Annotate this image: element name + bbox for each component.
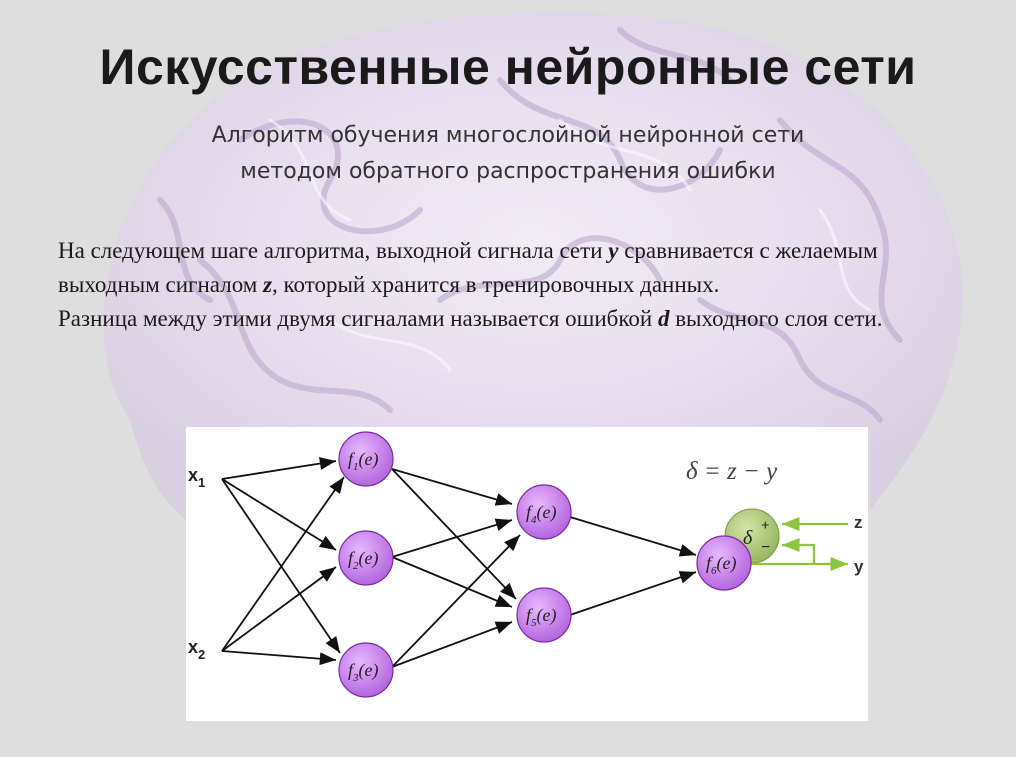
neuron-f1: f1(e) — [338, 431, 394, 487]
neuron-f5-label: f5(e) — [526, 605, 557, 629]
body-text: На следующем шаге алгоритма, выходной си… — [58, 234, 978, 336]
paragraph-1: На следующем шаге алгоритма, выходной си… — [58, 234, 978, 302]
neuron-f3-label: f3(e) — [348, 660, 379, 684]
neuron-f2-circle — [338, 530, 394, 586]
edge-f1-f4 — [391, 468, 513, 506]
neuron-f4: f4(e) — [516, 484, 572, 540]
variable-d: d — [657, 306, 670, 331]
edge-f5-f6 — [569, 571, 697, 616]
neuron-f1-circle — [338, 431, 394, 487]
edge-f2-f5 — [391, 556, 513, 608]
edge-f4-f6 — [569, 516, 697, 557]
signal-arrow-y-out — [750, 556, 848, 572]
input-x2: x2 — [188, 637, 205, 662]
neuron-f1-label: f1(e) — [348, 449, 379, 473]
neuron-f3: f3(e) — [338, 642, 394, 698]
input-x1: x1 — [188, 465, 205, 490]
neuron-f2: f2(e) — [338, 530, 394, 586]
neurons: f1(e) f2(e) f3(e) f4(e) f5(e) f6(e) — [338, 431, 752, 698]
neural-network-diagram: δ + − z y δ = z − y x1 x2 f1(e) f2(e) — [186, 427, 868, 721]
edge-x1-f1 — [221, 457, 337, 480]
page-title: Искусственные нейронные сети — [99, 39, 917, 95]
error-node-plus: + — [761, 518, 770, 534]
subtitle-line-2: методом обратного распространения ошибки — [240, 159, 776, 184]
subtitle-line-1: Алгоритм обучения многослойной нейронной… — [211, 123, 805, 148]
paragraph-1-text-a: На следующем шаге алгоритма, выходной си… — [58, 238, 609, 263]
signal-label-z: z — [854, 513, 863, 532]
neuron-f4-label: f4(e) — [526, 502, 557, 526]
edge-x2-f2 — [221, 566, 337, 652]
paragraph-2: Разница между этими двумя сигналами назы… — [58, 302, 978, 336]
paragraph-1-text-c: , который хранится в тренировочных данны… — [272, 272, 720, 297]
subtitle: Алгоритм обучения многослойной нейронной… — [0, 118, 1016, 190]
neuron-f5-circle — [516, 587, 572, 643]
edge-f1-f5 — [391, 468, 517, 600]
edge-f2-f4 — [391, 518, 513, 558]
edge-x2-f1 — [221, 476, 345, 652]
neuron-f6-label: f6(e) — [706, 553, 737, 577]
edge-x1-f2 — [221, 478, 337, 551]
edge-f3-f4 — [391, 534, 521, 668]
error-formula: δ = z − y — [686, 458, 778, 485]
error-node-delta: δ — [743, 527, 753, 549]
edge-f3-f5 — [391, 621, 513, 668]
connection-arrows — [221, 457, 697, 668]
error-node-minus: − — [761, 539, 770, 556]
neuron-f3-circle — [338, 642, 394, 698]
variable-z: z — [263, 272, 273, 297]
signal-arrow-y-back — [782, 537, 816, 564]
neuron-f2-label: f2(e) — [348, 548, 379, 572]
neuron-f6-circle — [696, 535, 752, 591]
paragraph-2-text-b: выходного слоя сети. — [669, 306, 883, 331]
edge-x2-f3 — [221, 650, 337, 666]
input-labels: x1 x2 — [188, 465, 205, 662]
signal-arrows — [750, 516, 848, 572]
signal-label-y: y — [854, 557, 864, 576]
neuron-f6: f6(e) — [696, 535, 752, 591]
neuron-f5: f5(e) — [516, 587, 572, 643]
paragraph-1-text-b: сравнивается с желаемым выходным сигнало… — [58, 238, 878, 297]
paragraph-2-text-a: Разница между этими двумя сигналами назы… — [58, 306, 658, 331]
variable-y: y — [608, 238, 619, 263]
neuron-f4-circle — [516, 484, 572, 540]
